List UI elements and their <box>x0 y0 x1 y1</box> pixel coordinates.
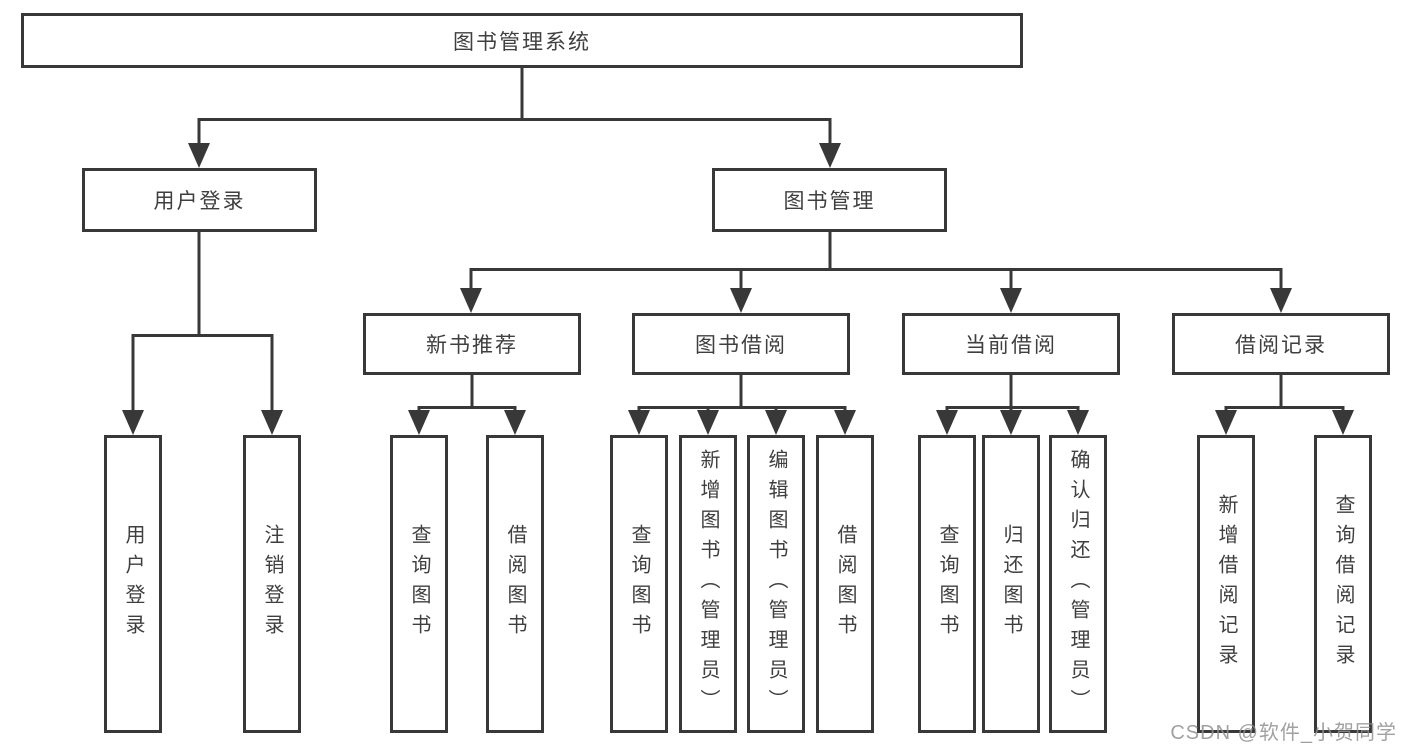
node-re-add: 新增借阅记录 <box>1197 435 1255 733</box>
csdn-watermark: CSDN @软件_小贺同学 <box>1170 722 1397 744</box>
node-cu-return: 归还图书 <box>982 435 1040 733</box>
node-book-mgmt-label: 图书管理 <box>783 190 876 213</box>
node-nb-query-label: 查询图书 <box>408 524 430 644</box>
node-current: 当前借阅 <box>902 313 1120 375</box>
connector-borrowing-children <box>628 375 856 435</box>
node-bw-query-label: 查询图书 <box>628 524 650 644</box>
node-cu-query: 查询图书 <box>918 435 976 733</box>
arrowhead-down-icon <box>1270 288 1292 313</box>
arrowhead-down-icon <box>261 410 283 435</box>
node-root: 图书管理系统 <box>21 13 1023 68</box>
node-new-books-label: 新书推荐 <box>426 334 518 357</box>
node-cu-query-label: 查询图书 <box>936 524 958 644</box>
arrowhead-down-icon <box>1067 410 1089 435</box>
connector-book-mgmt-children <box>460 232 1292 313</box>
connector-records-children <box>1215 375 1354 435</box>
arrowhead-down-icon <box>628 410 650 435</box>
node-re-query-label: 查询借阅记录 <box>1332 494 1354 674</box>
arrowhead-down-icon <box>188 143 210 168</box>
node-bw-edit: 编辑图书（管理员） <box>747 435 805 733</box>
node-bw-borrow-label: 借阅图书 <box>834 524 856 644</box>
arrowhead-down-icon <box>834 410 856 435</box>
node-login-label: 用户登录 <box>122 524 144 644</box>
node-records-label: 借阅记录 <box>1235 334 1327 357</box>
node-root-label: 图书管理系统 <box>453 30 591 54</box>
arrowhead-down-icon <box>765 410 787 435</box>
node-logout-label: 注销登录 <box>261 524 283 644</box>
connector-root-children <box>188 68 841 168</box>
node-borrowing-label: 图书借阅 <box>695 334 787 357</box>
arrowhead-down-icon <box>460 288 482 313</box>
node-cu-return-label: 归还图书 <box>1000 524 1022 644</box>
node-login: 用户登录 <box>104 435 162 733</box>
arrowhead-down-icon <box>1215 410 1237 435</box>
arrowhead-down-icon <box>1000 288 1022 313</box>
node-nb-borrow-label: 借阅图书 <box>504 524 526 644</box>
arrowhead-down-icon <box>936 410 958 435</box>
node-bw-add: 新增图书（管理员） <box>679 435 737 733</box>
node-bw-query: 查询图书 <box>610 435 668 733</box>
arrowhead-down-icon <box>122 410 144 435</box>
node-records: 借阅记录 <box>1172 313 1390 375</box>
node-bw-edit-label: 编辑图书（管理员） <box>765 449 787 719</box>
node-cu-confirm: 确认归还（管理员） <box>1049 435 1107 733</box>
node-user-login: 用户登录 <box>82 168 317 232</box>
arrowhead-down-icon <box>819 143 841 168</box>
node-re-add-label: 新增借阅记录 <box>1215 494 1237 674</box>
node-borrowing: 图书借阅 <box>632 313 850 375</box>
node-user-login-label: 用户登录 <box>153 190 246 213</box>
connector-user-login-children <box>122 232 283 435</box>
connector-current-children <box>936 375 1089 435</box>
node-re-query: 查询借阅记录 <box>1314 435 1372 733</box>
arrowhead-down-icon <box>408 410 430 435</box>
node-nb-borrow: 借阅图书 <box>486 435 544 733</box>
node-nb-query: 查询图书 <box>390 435 448 733</box>
node-book-mgmt: 图书管理 <box>712 168 947 232</box>
arrowhead-down-icon <box>1000 410 1022 435</box>
arrowhead-down-icon <box>697 410 719 435</box>
node-cu-confirm-label: 确认归还（管理员） <box>1067 449 1089 719</box>
node-bw-add-label: 新增图书（管理员） <box>697 449 719 719</box>
arrowhead-down-icon <box>1332 410 1354 435</box>
node-current-label: 当前借阅 <box>965 334 1057 357</box>
node-logout: 注销登录 <box>243 435 301 733</box>
arrowhead-down-icon <box>730 288 752 313</box>
node-new-books: 新书推荐 <box>363 313 581 375</box>
node-bw-borrow: 借阅图书 <box>816 435 874 733</box>
connector-new-books-children <box>408 375 526 435</box>
arrowhead-down-icon <box>504 410 526 435</box>
